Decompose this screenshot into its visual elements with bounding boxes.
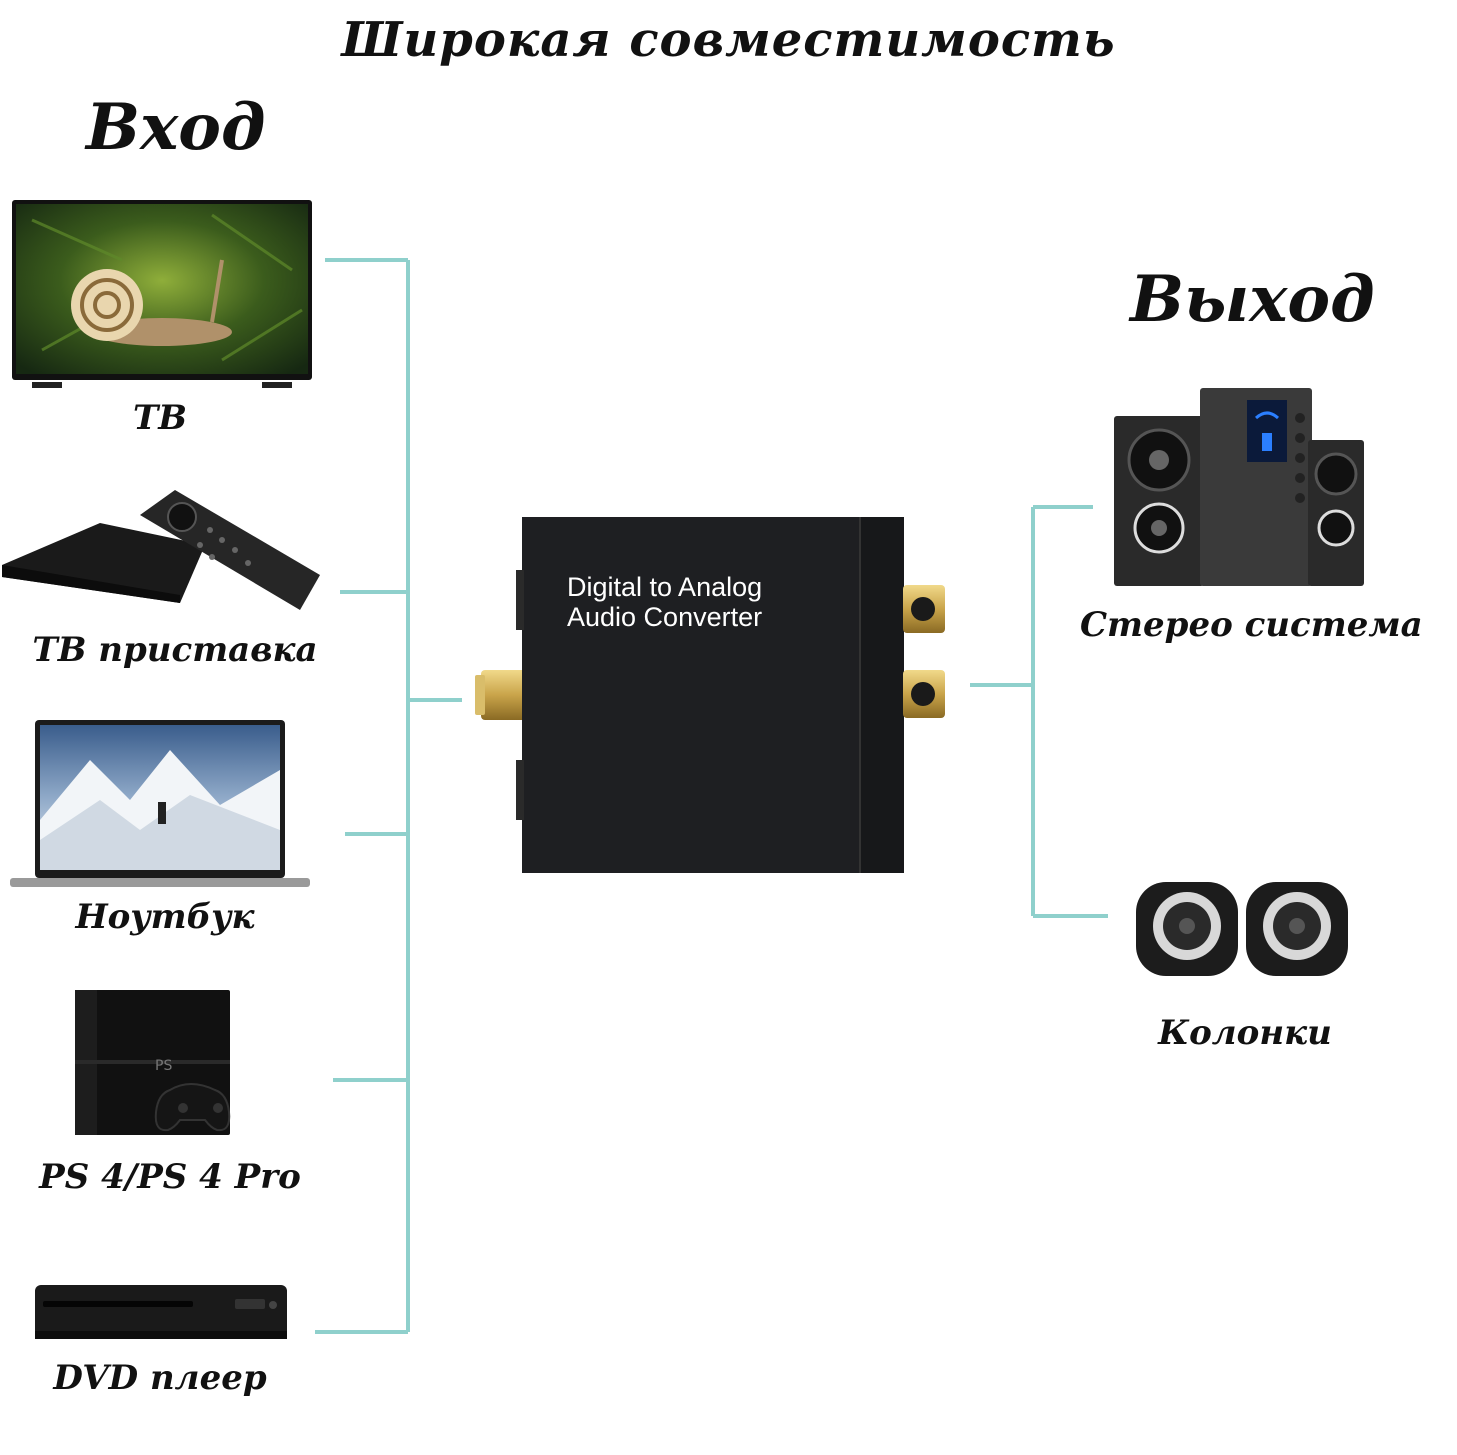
dvd-player-label: DVD плеер [53, 1358, 267, 1398]
set-top-box-label: ТВ приставка [32, 630, 318, 670]
converter-line-2: Audio Converter [567, 602, 763, 632]
speakers-icon [1134, 880, 1354, 980]
stereo-system-label: Стерео система [1080, 605, 1423, 645]
output-heading: Выход [1130, 262, 1375, 337]
audio-converter-icon [475, 515, 950, 877]
game-console-label: PS 4/PS 4 Pro [39, 1157, 301, 1197]
tv-label: ТВ [132, 398, 188, 438]
stereo-system-icon [1112, 378, 1367, 588]
laptop-label: Ноутбук [75, 897, 255, 937]
converter-line-1: Digital to Analog [567, 572, 763, 602]
set-top-box-icon [0, 485, 325, 620]
tv-icon [12, 200, 314, 400]
speakers-label: Колонки [1158, 1013, 1332, 1053]
dvd-player-icon [35, 1283, 290, 1343]
diagram-title: Широкая совместимость [341, 12, 1116, 68]
converter-caption: Digital to Analog Audio Converter [567, 572, 867, 632]
laptop-icon [10, 720, 310, 890]
game-console-icon: PS [70, 990, 260, 1140]
svg-text:PS: PS [155, 1058, 172, 1074]
input-heading: Вход [86, 90, 266, 165]
